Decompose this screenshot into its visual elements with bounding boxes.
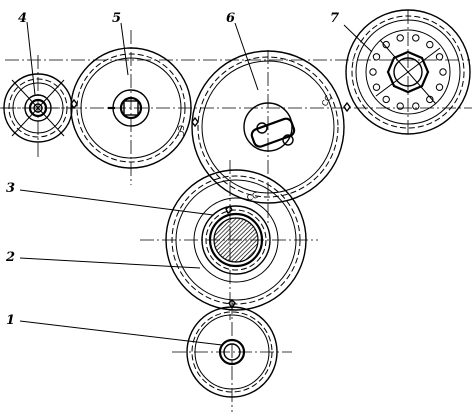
bolt-hole: [426, 95, 434, 104]
gear-7: [345, 9, 471, 135]
gear-6: [191, 50, 345, 204]
label-gear-4: 4: [18, 11, 27, 26]
bolt-hole: [372, 83, 381, 91]
bolt-hole: [372, 53, 381, 61]
bolt-hole: [412, 34, 420, 42]
leader-lines: [19, 21, 373, 346]
bolt-hole: [382, 95, 390, 104]
mesh-teeth: [70, 98, 351, 310]
bolt-hole: [369, 68, 377, 76]
timing-mark-5-6: CC: [176, 125, 185, 137]
bolt-hole: [396, 34, 404, 42]
bolt-hole: [382, 40, 390, 49]
bolt-hole: [435, 53, 444, 61]
bolt-hole: [412, 102, 420, 110]
gear-3: [201, 205, 271, 275]
center-lines: [0, 10, 472, 412]
gear-2: [165, 169, 307, 311]
label-gear-5: 5: [112, 11, 121, 26]
bolt-hole: [439, 68, 447, 76]
gear-5: [70, 47, 192, 169]
gear-7-bolt-circle: [369, 34, 447, 110]
label-gear-2: 2: [5, 250, 15, 265]
bolt-hole: [396, 102, 404, 110]
timing-mark-6-2: CC: [246, 190, 260, 202]
label-gear-6: 6: [226, 11, 235, 26]
gear-4: [3, 73, 73, 143]
label-gear-3: 3: [6, 181, 15, 196]
bolt-hole: [426, 40, 434, 49]
label-gear-1: 1: [6, 313, 15, 328]
bolt-hole: [435, 83, 444, 91]
label-gear-7: 7: [330, 11, 339, 26]
timing-mark-6-7: CC: [320, 93, 334, 108]
